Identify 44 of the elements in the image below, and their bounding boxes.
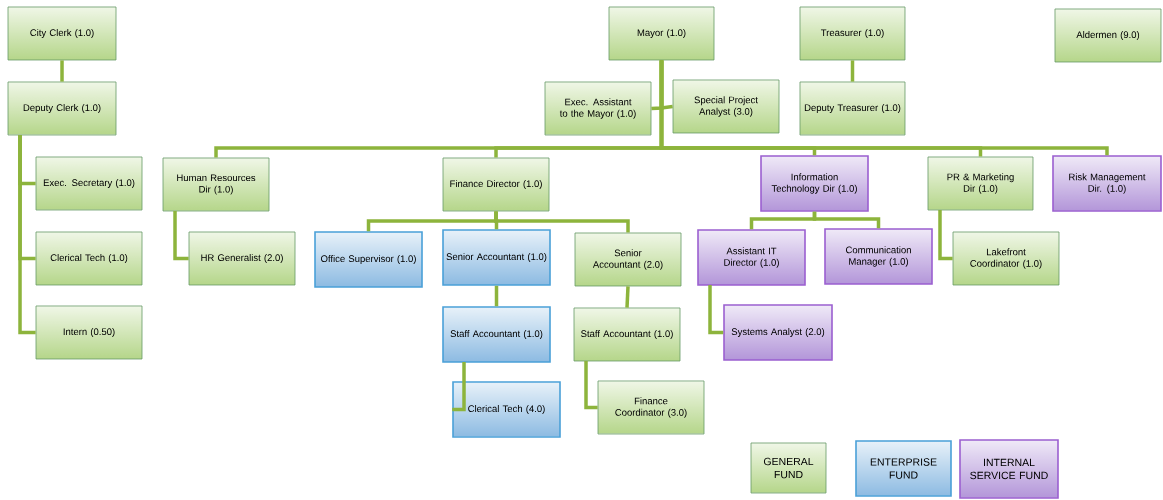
position-box: Deputy Clerk (1.0) xyxy=(7,81,117,136)
position-box: Intern (0.50) xyxy=(35,305,143,360)
position-box: Staff Accountant (1.0) xyxy=(573,307,681,362)
connector-line xyxy=(625,286,630,308)
legend-box: INTERNAL SERVICE FUND xyxy=(959,439,1059,499)
position-box: Finance Coordinator (3.0) xyxy=(597,380,705,435)
connector-line xyxy=(60,60,64,82)
connector-line xyxy=(812,211,881,229)
position-box: Lakefront Coordinator (1.0) xyxy=(952,231,1060,286)
position-box: Human Resources Dir (1.0) xyxy=(162,157,270,212)
position-box: Exec. Assistant to the Mayor (1.0) xyxy=(544,81,652,136)
position-box: Staff Accountant (1.0) xyxy=(442,306,551,363)
connector-line xyxy=(452,362,466,412)
connector-line xyxy=(173,211,189,261)
legend-box: GENERAL FUND xyxy=(750,442,827,494)
position-box: Special Project Analyst (3.0) xyxy=(672,79,780,134)
connector-line xyxy=(659,60,1109,156)
position-box: Assistant IT Director (1.0) xyxy=(697,229,806,286)
position-box: Treasurer (1.0) xyxy=(799,6,906,61)
position-box: Deputy Treasurer (1.0) xyxy=(799,81,906,136)
position-box: PR & Marketing Dir (1.0) xyxy=(927,156,1034,211)
connector-line xyxy=(584,361,598,410)
position-box: Mayor (1.0) xyxy=(608,6,715,61)
position-box: Exec. Secretary (1.0) xyxy=(35,156,143,211)
connector-line xyxy=(494,285,499,307)
position-box: Senior Accountant (2.0) xyxy=(574,232,682,287)
position-box: Clerical Tech (1.0) xyxy=(35,231,143,286)
position-box: Communication Manager (1.0) xyxy=(824,228,933,285)
position-box: Aldermen (9.0) xyxy=(1054,8,1162,63)
position-box: Risk Management Dir. (1.0) xyxy=(1052,155,1162,212)
position-box: Systems Analyst (2.0) xyxy=(723,304,833,361)
position-box: HR Generalist (2.0) xyxy=(188,231,296,286)
position-box: Senior Accountant (1.0) xyxy=(442,229,551,286)
connector-line xyxy=(850,60,855,82)
connector-line xyxy=(494,211,630,233)
connector-line xyxy=(938,210,953,261)
connector-line xyxy=(18,135,36,335)
position-box: Finance Director (1.0) xyxy=(442,157,550,212)
position-box: Information Technology Dir (1.0) xyxy=(760,155,869,212)
connector-line xyxy=(708,285,724,335)
legend-box: ENTERPRISE FUND xyxy=(855,440,952,497)
position-box: Clerical Tech (4.0) xyxy=(452,381,561,438)
position-box: City Clerk (1.0) xyxy=(7,6,117,61)
position-box: Office Supervisor (1.0) xyxy=(314,231,423,288)
